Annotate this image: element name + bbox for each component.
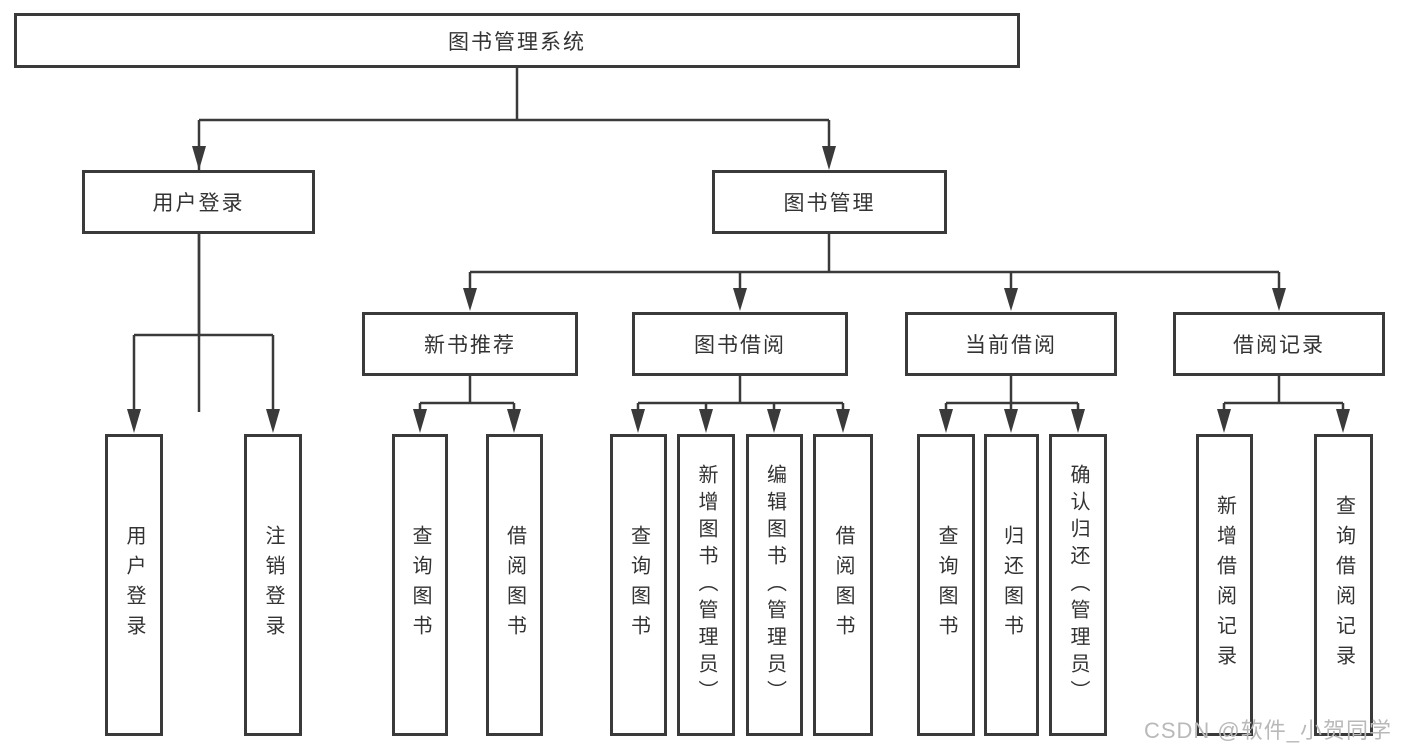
leaf-br-add-record-label: 新增借阅记录 [1213, 495, 1236, 675]
connector-arrowhead [507, 409, 521, 433]
leaf-cb-query-books-label: 查询图书 [935, 525, 957, 645]
leaf-logout: 注销登录 [244, 434, 302, 736]
leaf-bb-add-books-admin: 新增图书（管理员） [677, 434, 735, 736]
connector-arrowhead [631, 409, 645, 433]
connector-arrowhead [1336, 409, 1350, 433]
node-root: 图书管理系统 [14, 13, 1020, 68]
node-root-label: 图书管理系统 [448, 30, 586, 54]
connector-arrowhead [822, 146, 836, 170]
leaf-bb-edit-books-admin-label: 编辑图书（管理员） [763, 463, 786, 707]
node-current-borrow: 当前借阅 [905, 312, 1117, 376]
connector-arrowhead [192, 146, 206, 170]
connector-new-book-branch [418, 376, 516, 412]
connector-current-borrow-branch [944, 376, 1080, 412]
connector-arrowhead [1272, 288, 1286, 311]
leaf-nb-query-books: 查询图书 [392, 434, 448, 736]
connector-arrowhead [767, 409, 781, 433]
connector-arrowhead [836, 409, 850, 433]
node-book-borrow: 图书借阅 [632, 312, 848, 376]
connector-arrowhead [733, 288, 747, 311]
leaf-cb-confirm-return-admin-label: 确认归还（管理员） [1067, 463, 1089, 707]
leaf-user-login-label: 用户登录 [123, 525, 145, 645]
watermark: CSDN @软件_小贺同学 [1143, 718, 1392, 743]
leaf-cb-confirm-return-admin: 确认归还（管理员） [1049, 434, 1107, 736]
connector-arrowhead [1004, 409, 1018, 433]
leaf-nb-query-books-label: 查询图书 [409, 525, 431, 645]
connector-arrowhead [413, 409, 427, 433]
connector-arrowhead [699, 409, 713, 433]
leaf-bb-borrow-books: 借阅图书 [813, 434, 873, 736]
connector-arrowhead [127, 409, 141, 433]
node-book-management-label: 图书管理 [783, 192, 876, 215]
connector-user-login-branch [132, 234, 275, 412]
connector-borrow-records-branch [1222, 376, 1345, 412]
leaf-br-query-record: 查询借阅记录 [1314, 434, 1373, 736]
connector-book-management-branch [468, 234, 1281, 290]
leaf-bb-query-books-label: 查询图书 [627, 525, 650, 645]
leaf-bb-borrow-books-label: 借阅图书 [832, 525, 854, 645]
leaf-cb-return-books-label: 归还图书 [1000, 525, 1023, 645]
connector-arrowhead [266, 409, 280, 433]
node-current-borrow-label: 当前借阅 [965, 334, 1057, 357]
node-user-login: 用户登录 [82, 170, 315, 234]
leaf-logout-label: 注销登录 [262, 525, 284, 645]
leaf-nb-borrow-books: 借阅图书 [486, 434, 543, 736]
node-new-book-recommend-label: 新书推荐 [424, 334, 516, 357]
connector-arrowhead [463, 288, 477, 311]
node-borrow-records: 借阅记录 [1173, 312, 1385, 376]
connector-arrowhead [1004, 288, 1018, 311]
node-new-book-recommend: 新书推荐 [362, 312, 578, 376]
leaf-bb-edit-books-admin: 编辑图书（管理员） [746, 434, 803, 736]
connector-book-borrow-branch [636, 376, 845, 412]
leaf-user-login: 用户登录 [105, 434, 163, 736]
leaf-bb-query-books: 查询图书 [610, 434, 667, 736]
node-book-management: 图书管理 [712, 170, 947, 234]
connector-arrowhead [1071, 409, 1085, 433]
leaf-br-query-record-label: 查询借阅记录 [1332, 495, 1355, 675]
connector-root [197, 68, 831, 412]
connector-arrowhead [1217, 409, 1231, 433]
node-user-login-label: 用户登录 [152, 192, 245, 215]
leaf-br-add-record: 新增借阅记录 [1196, 434, 1253, 736]
leaf-cb-query-books: 查询图书 [917, 434, 975, 736]
node-book-borrow-label: 图书借阅 [694, 334, 786, 357]
leaf-bb-add-books-admin-label: 新增图书（管理员） [695, 463, 717, 707]
leaf-nb-borrow-books-label: 借阅图书 [503, 525, 526, 645]
connector-arrowhead [939, 409, 953, 433]
leaf-cb-return-books: 归还图书 [984, 434, 1039, 736]
node-borrow-records-label: 借阅记录 [1233, 334, 1325, 357]
